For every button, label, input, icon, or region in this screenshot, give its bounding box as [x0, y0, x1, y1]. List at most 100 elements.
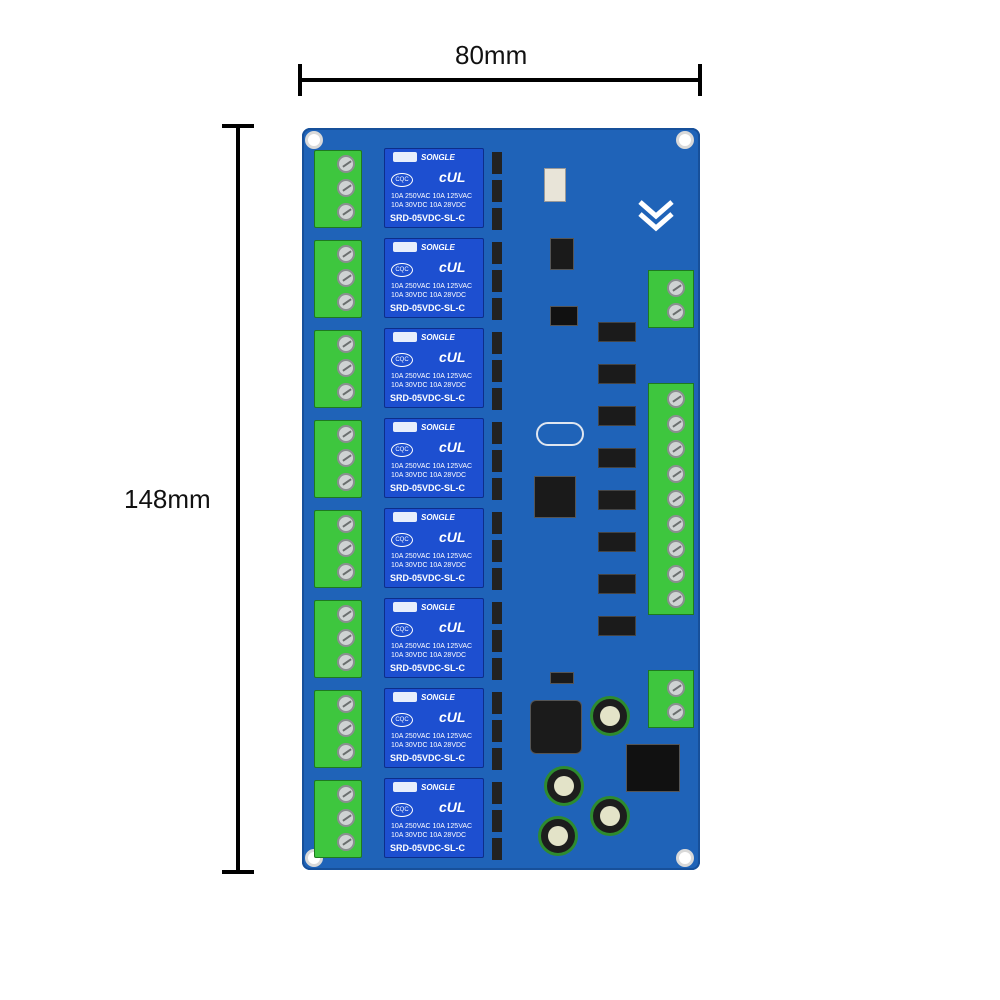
output-terminal-4 — [314, 420, 362, 498]
mounting-hole — [676, 131, 694, 149]
screw-icon — [337, 719, 355, 737]
ul-mark: cUL — [439, 799, 466, 815]
smd-transistor — [492, 810, 502, 832]
relay-spec-1: 10A 250VAC 10A 125VAC — [391, 463, 473, 470]
jumper — [550, 306, 578, 326]
screw-icon — [667, 590, 685, 608]
ul-mark: cUL — [439, 439, 466, 455]
smd-transistor — [492, 540, 502, 562]
crystal — [536, 422, 584, 446]
smd-transistor — [492, 838, 502, 860]
relay-spec-1: 10A 250VAC 10A 125VAC — [391, 553, 473, 560]
relay-model: SRD-05VDC-SL-C — [390, 843, 466, 853]
screw-icon — [337, 605, 355, 623]
smd-transistor — [492, 422, 502, 444]
smd-transistor — [492, 242, 502, 264]
screw-icon — [337, 473, 355, 491]
screw-icon — [337, 203, 355, 221]
height-dimension-top-tick — [222, 124, 254, 128]
relay-logo — [393, 422, 417, 432]
relay-brand: SONGLE — [421, 783, 455, 792]
ul-mark: cUL — [439, 709, 466, 725]
screw-icon — [337, 335, 355, 353]
height-dimension-bottom-tick — [222, 870, 254, 874]
smd-transistor — [492, 270, 502, 292]
screw-icon — [337, 383, 355, 401]
input-terminal-strip — [648, 383, 694, 615]
screw-icon — [337, 449, 355, 467]
screw-icon — [667, 540, 685, 558]
width-dimension-left-tick — [298, 64, 302, 96]
smd-transistor — [492, 180, 502, 202]
relay-logo — [393, 782, 417, 792]
relay-model: SRD-05VDC-SL-C — [390, 393, 466, 403]
screw-icon — [337, 269, 355, 287]
optocoupler — [598, 490, 636, 510]
smd-transistor — [492, 152, 502, 174]
ul-mark: cUL — [439, 259, 466, 275]
relay-logo — [393, 332, 417, 342]
smd-diode — [550, 672, 574, 684]
screw-icon — [337, 245, 355, 263]
cqc-mark: CQC — [391, 173, 413, 187]
smd-transistor — [492, 720, 502, 742]
cqc-mark: CQC — [391, 803, 413, 817]
output-terminal-6 — [314, 600, 362, 678]
screw-icon — [337, 515, 355, 533]
relay-spec-2: 10A 30VDC 10A 28VDC — [391, 832, 467, 839]
screw-icon — [337, 179, 355, 197]
relay-logo — [393, 512, 417, 522]
ic-chip — [550, 238, 574, 270]
electrolytic-capacitor — [538, 816, 578, 856]
relay-spec-1: 10A 250VAC 10A 125VAC — [391, 733, 473, 740]
cqc-mark: CQC — [391, 263, 413, 277]
relay-spec-2: 10A 30VDC 10A 28VDC — [391, 382, 467, 389]
output-terminal-8 — [314, 780, 362, 858]
optocoupler — [598, 406, 636, 426]
relay-model: SRD-05VDC-SL-C — [390, 753, 466, 763]
optocoupler — [598, 322, 636, 342]
ul-mark: cUL — [439, 349, 466, 365]
cqc-mark: CQC — [391, 533, 413, 547]
smd-transistor — [492, 658, 502, 680]
microcontroller-chip — [534, 476, 576, 518]
smd-transistor — [492, 298, 502, 320]
screw-icon — [337, 629, 355, 647]
screw-icon — [337, 563, 355, 581]
relay-spec-1: 10A 250VAC 10A 125VAC — [391, 283, 473, 290]
relay-model: SRD-05VDC-SL-C — [390, 303, 466, 313]
screw-icon — [667, 390, 685, 408]
relay-model: SRD-05VDC-SL-C — [390, 483, 466, 493]
inductor — [530, 700, 582, 754]
width-dimension-right-tick — [698, 64, 702, 96]
electrolytic-capacitor — [544, 766, 584, 806]
output-terminal-5 — [314, 510, 362, 588]
output-terminal-2 — [314, 240, 362, 318]
cqc-mark: CQC — [391, 353, 413, 367]
screw-icon — [337, 695, 355, 713]
screw-icon — [667, 415, 685, 433]
smd-transistor — [492, 332, 502, 354]
screw-icon — [337, 785, 355, 803]
smd-transistor — [492, 692, 502, 714]
relay-brand: SONGLE — [421, 693, 455, 702]
relay-logo — [393, 242, 417, 252]
relay-model: SRD-05VDC-SL-C — [390, 663, 466, 673]
relay-spec-2: 10A 30VDC 10A 28VDC — [391, 562, 467, 569]
height-dimension-line — [236, 126, 240, 874]
cqc-mark: CQC — [391, 623, 413, 637]
screw-icon — [667, 515, 685, 533]
relay-logo — [393, 602, 417, 612]
smd-transistor — [492, 602, 502, 624]
screw-icon — [337, 425, 355, 443]
electrolytic-capacitor — [590, 696, 630, 736]
output-terminal-3 — [314, 330, 362, 408]
relay-spec-1: 10A 250VAC 10A 125VAC — [391, 643, 473, 650]
relay-brand: SONGLE — [421, 423, 455, 432]
relay-brand: SONGLE — [421, 603, 455, 612]
